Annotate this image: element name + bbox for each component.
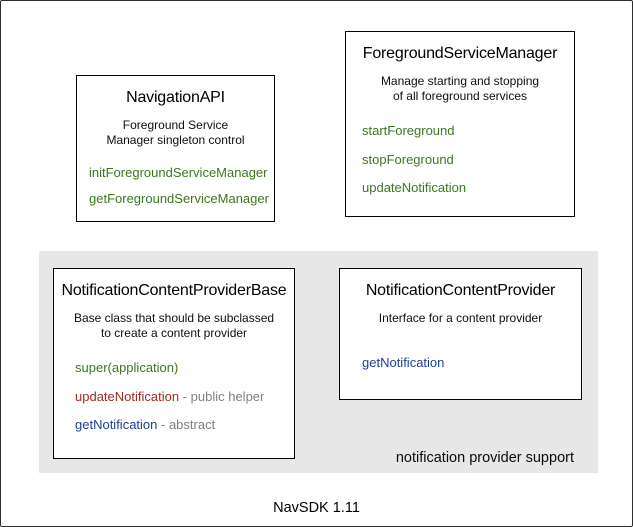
- class-description-line: Manager singleton control: [106, 133, 245, 147]
- method-row: super(application): [75, 360, 294, 375]
- class-description: Base class that should be subclassed to …: [54, 311, 294, 341]
- method-list: getNotification: [362, 355, 581, 370]
- class-description-line: Foreground Service: [122, 118, 229, 132]
- notification-support-group-label: notification provider support: [395, 450, 574, 466]
- class-description: Foreground Service Manager singleton con…: [77, 118, 274, 148]
- class-box-foreground-service-manager: ForegroundServiceManager Manage starting…: [345, 31, 575, 217]
- class-description: Manage starting and stopping of all fore…: [346, 74, 574, 104]
- class-name: NotificationContentProviderBase: [61, 282, 287, 299]
- class-description-line: Interface for a content provider: [378, 311, 543, 325]
- method-name: updateNotification: [362, 180, 467, 195]
- class-description: Interface for a content provider: [340, 311, 581, 326]
- method-row: updateNotification: [362, 180, 574, 195]
- class-box-notification-content-provider: NotificationContentProvider Interface fo…: [339, 268, 582, 400]
- method-annotation: - abstract: [161, 417, 216, 432]
- method-row: getForegroundServiceManager: [89, 191, 274, 206]
- method-list: initForegroundServiceManager getForegrou…: [89, 165, 274, 206]
- method-row: startForeground: [362, 123, 574, 138]
- class-box-notification-content-provider-base: NotificationContentProviderBase Base cla…: [53, 268, 295, 459]
- method-name: stopForeground: [362, 151, 454, 167]
- method-name: startForeground: [362, 123, 455, 138]
- class-name: NavigationAPI: [126, 89, 225, 106]
- method-name: getNotification: [362, 355, 445, 370]
- method-name: getNotification: [75, 417, 158, 432]
- method-name: getForegroundServiceManager: [89, 191, 269, 206]
- method-list: super(application) updateNotification - …: [75, 360, 294, 432]
- class-name: ForegroundServiceManager: [362, 45, 558, 62]
- method-list: startForeground stopForeground updateNot…: [362, 123, 574, 195]
- diagram-caption: NavSDK 1.11: [273, 500, 360, 516]
- method-row: initForegroundServiceManager: [89, 165, 274, 180]
- method-row: getNotification: [362, 355, 581, 370]
- method-annotation: - public helper: [182, 388, 265, 404]
- method-row: updateNotification - public helper: [75, 389, 294, 404]
- class-description-line: to create a content provider: [100, 326, 248, 340]
- class-box-navigation-api: NavigationAPI Foreground Service Manager…: [76, 75, 275, 222]
- method-name: super(application): [75, 360, 179, 375]
- method-name: updateNotification: [75, 388, 180, 404]
- method-name: initForegroundServiceManager: [89, 165, 268, 180]
- class-description-line: Manage starting and stopping: [380, 74, 540, 88]
- class-description-line: of all foreground services: [392, 89, 528, 103]
- method-row: stopForeground: [362, 152, 574, 167]
- class-description-line: Base class that should be subclassed: [73, 311, 275, 325]
- method-row: getNotification - abstract: [75, 417, 294, 432]
- class-name: NotificationContentProvider: [365, 282, 556, 299]
